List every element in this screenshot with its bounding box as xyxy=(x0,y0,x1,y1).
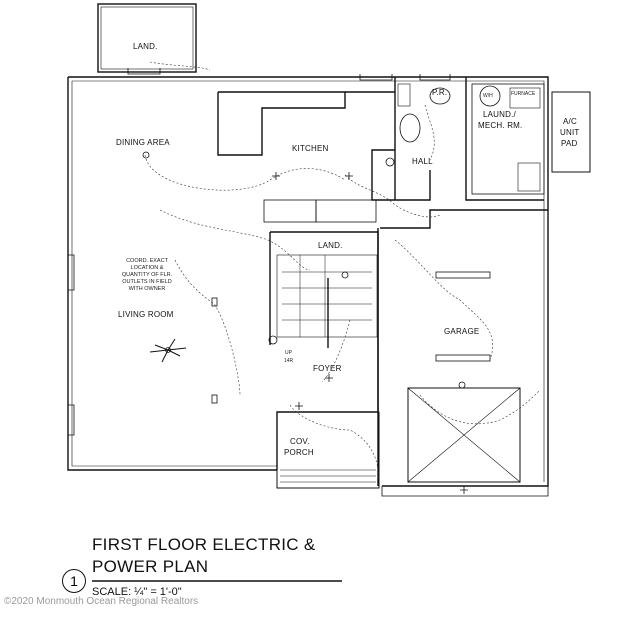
exterior-wall xyxy=(67,76,549,487)
room-label-porch-line1: COV. xyxy=(290,437,310,446)
room-label-land-top: LAND. xyxy=(133,42,158,51)
water-heater-label: W/H xyxy=(483,93,493,99)
plan-scale: SCALE: ¼" = 1'-0" xyxy=(92,586,182,598)
wiring-run xyxy=(144,154,346,191)
ceiling-fixture-icon xyxy=(142,151,150,159)
ac-pad xyxy=(551,91,591,173)
room-label-kitchen: KITCHEN xyxy=(292,144,329,153)
room-label-foyer: FOYER xyxy=(313,364,342,373)
plan-title-line2: POWER PLAN xyxy=(92,557,209,576)
furnace-label: FURNACE xyxy=(511,91,536,97)
room-label-hall: HALL xyxy=(412,157,433,166)
room-label-land-mid: LAND. xyxy=(318,241,343,250)
room-label-porch-line2: PORCH xyxy=(284,448,314,457)
drawing-number: 1 xyxy=(62,569,86,593)
copyright-watermark: ©2020 Monmouth Ocean Regional Realtors xyxy=(4,596,199,607)
room-label-laundry-line2: MECH. RM. xyxy=(478,121,523,130)
plan-title-line1: FIRST FLOOR ELECTRIC & xyxy=(92,535,316,554)
garage-door xyxy=(407,387,521,483)
outlet-coordination-note: COORD. EXACT LOCATION & QUANTITY OF FLR.… xyxy=(114,258,180,293)
note-line: LOCATION & xyxy=(130,265,164,271)
room-label-living: LIVING ROOM xyxy=(118,310,174,319)
room-label-laundry-line1: LAUND./ xyxy=(483,110,516,119)
room-label-ac-line2: UNIT xyxy=(560,128,580,137)
laundry-area xyxy=(471,83,545,195)
note-line: QUANTITY OF FLR. xyxy=(121,272,173,278)
porch-walls xyxy=(276,411,380,489)
stair-risers-label: 14R xyxy=(284,358,294,364)
stair-up-label: UP xyxy=(285,350,292,356)
garage-walls xyxy=(377,209,548,486)
room-label-pr: P.R. xyxy=(432,88,448,97)
room-label-dining: DINING AREA xyxy=(116,138,170,147)
note-line: COORD. EXACT xyxy=(126,258,168,264)
note-line: WITH OWNER xyxy=(128,286,166,292)
room-label-ac-line1: A/C xyxy=(563,117,577,126)
room-label-ac-line3: PAD xyxy=(561,139,578,148)
ceiling-fan-icon xyxy=(149,338,187,363)
note-line: OUTLETS IN FIELD xyxy=(122,279,172,285)
top-landing-walls xyxy=(97,3,197,73)
room-label-garage: GARAGE xyxy=(444,327,480,336)
